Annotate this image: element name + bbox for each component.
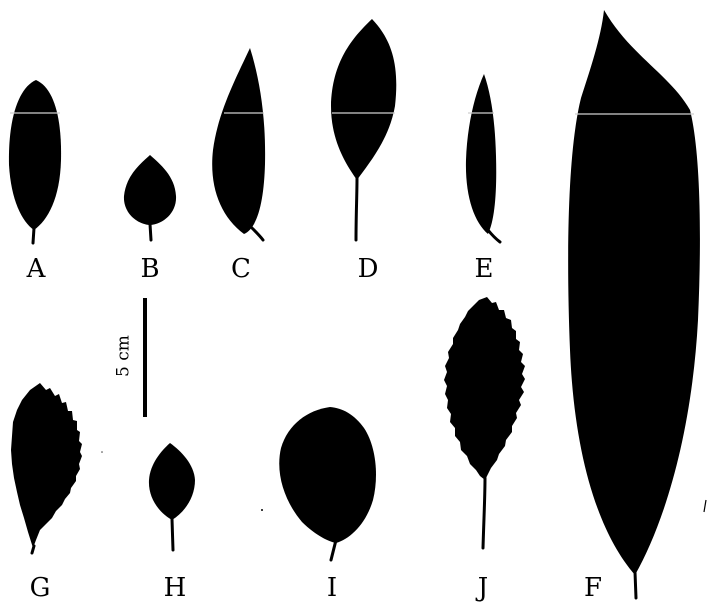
leaf-f bbox=[568, 10, 700, 598]
leaf-b bbox=[124, 155, 176, 240]
label-a: A bbox=[27, 256, 46, 282]
leaf-j bbox=[444, 297, 525, 548]
scan-speck bbox=[101, 451, 103, 453]
label-f: F bbox=[584, 575, 602, 601]
leaf-h bbox=[149, 443, 195, 550]
scan-speck bbox=[261, 509, 263, 511]
leaf-i bbox=[279, 407, 376, 560]
label-c: C bbox=[231, 256, 251, 282]
leaf-g bbox=[11, 383, 82, 553]
label-j: J bbox=[478, 575, 488, 601]
label-i: I bbox=[327, 575, 337, 601]
label-g: G bbox=[30, 575, 51, 601]
leaf-d bbox=[331, 19, 396, 240]
leaf-a bbox=[9, 80, 61, 243]
label-h: H bbox=[164, 575, 187, 601]
scan-speck bbox=[704, 500, 706, 512]
leaf-e bbox=[466, 74, 500, 242]
label-e: E bbox=[475, 256, 494, 282]
scale-bar-label: 5 cm bbox=[116, 335, 133, 377]
label-d: D bbox=[358, 256, 379, 282]
leaf-c bbox=[212, 48, 265, 240]
label-b: B bbox=[140, 256, 159, 282]
